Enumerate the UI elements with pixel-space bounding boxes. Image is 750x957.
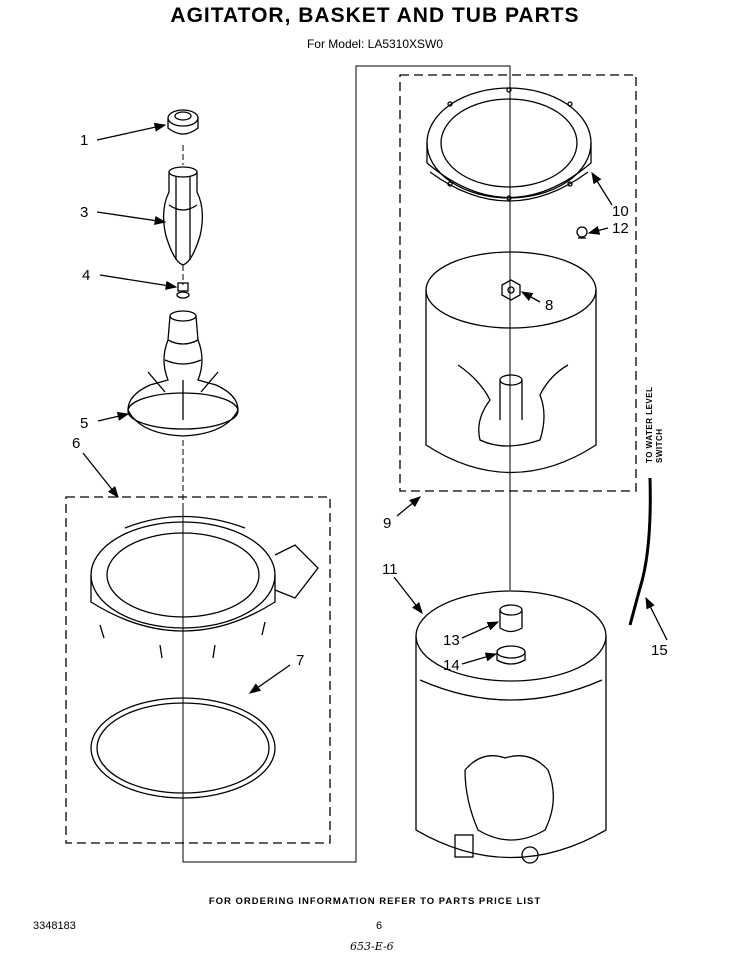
- handwritten-note: 653-E-6: [350, 940, 394, 953]
- callout-9: 9: [383, 515, 391, 532]
- assembly-path-line: [182, 65, 511, 863]
- callout-arrow-13: [461, 621, 500, 639]
- callout-arrow-7: [248, 664, 291, 694]
- basket-part: [425, 251, 597, 474]
- page-number: 6: [376, 920, 383, 932]
- callout-arrow-14: [461, 652, 498, 665]
- callout-arrow-4: [99, 274, 178, 290]
- agitator-part: [127, 310, 239, 437]
- ordering-info-note: FOR ORDERING INFORMATION REFER TO PARTS …: [208, 896, 542, 907]
- tub-bearing-part: [499, 604, 523, 633]
- callout-8: 8: [545, 297, 553, 314]
- callout-1: 1: [80, 132, 88, 149]
- callout-12: 12: [612, 220, 629, 237]
- callout-15: 15: [651, 642, 668, 659]
- callout-arrow-6: [82, 452, 119, 499]
- model-subtitle: For Model: LA5310XSW0: [306, 37, 444, 51]
- callout-11: 11: [382, 561, 398, 578]
- balance-ring-part: [426, 87, 592, 202]
- tub-seal-part: [496, 645, 526, 665]
- outer-tub-part: [415, 590, 607, 864]
- callout-arrow-3: [96, 211, 167, 225]
- callout-4: 4: [82, 267, 90, 284]
- water-level-label-line1: TO WATER LEVEL: [645, 387, 654, 463]
- document-number: 3348183: [33, 920, 76, 932]
- basket-drive-ring-part: [90, 515, 319, 659]
- clip-part: [576, 226, 588, 239]
- page-title: AGITATOR, BASKET AND TUB PARTS: [170, 4, 580, 27]
- callout-6: 6: [72, 435, 80, 452]
- callout-arrow-12: [587, 225, 609, 235]
- basket-nut-part: [501, 279, 521, 301]
- callout-10: 10: [612, 203, 629, 220]
- agitator-cap-part: [167, 109, 199, 135]
- callout-7: 7: [296, 652, 304, 669]
- callout-arrow-10: [591, 171, 613, 206]
- callout-3: 3: [80, 204, 88, 221]
- callout-arrow-11: [393, 576, 423, 615]
- agitator-cam-part: [162, 166, 204, 266]
- callout-14: 14: [443, 657, 460, 674]
- callout-arrow-8: [520, 291, 541, 303]
- callout-13: 13: [443, 632, 460, 649]
- bolt-part: [176, 282, 190, 299]
- callout-arrow-1: [96, 122, 167, 141]
- callout-5: 5: [80, 415, 88, 432]
- water-level-hose-part: [628, 477, 652, 626]
- callout-arrow-15: [645, 596, 668, 641]
- callout-arrow-9: [396, 496, 422, 517]
- kit-box-drive-ring: [65, 496, 331, 844]
- water-level-label-line2: SWITCH: [655, 428, 664, 463]
- kit-box-basket: [399, 74, 637, 492]
- callout-arrow-5: [97, 411, 130, 422]
- gasket-ring-part: [90, 697, 276, 799]
